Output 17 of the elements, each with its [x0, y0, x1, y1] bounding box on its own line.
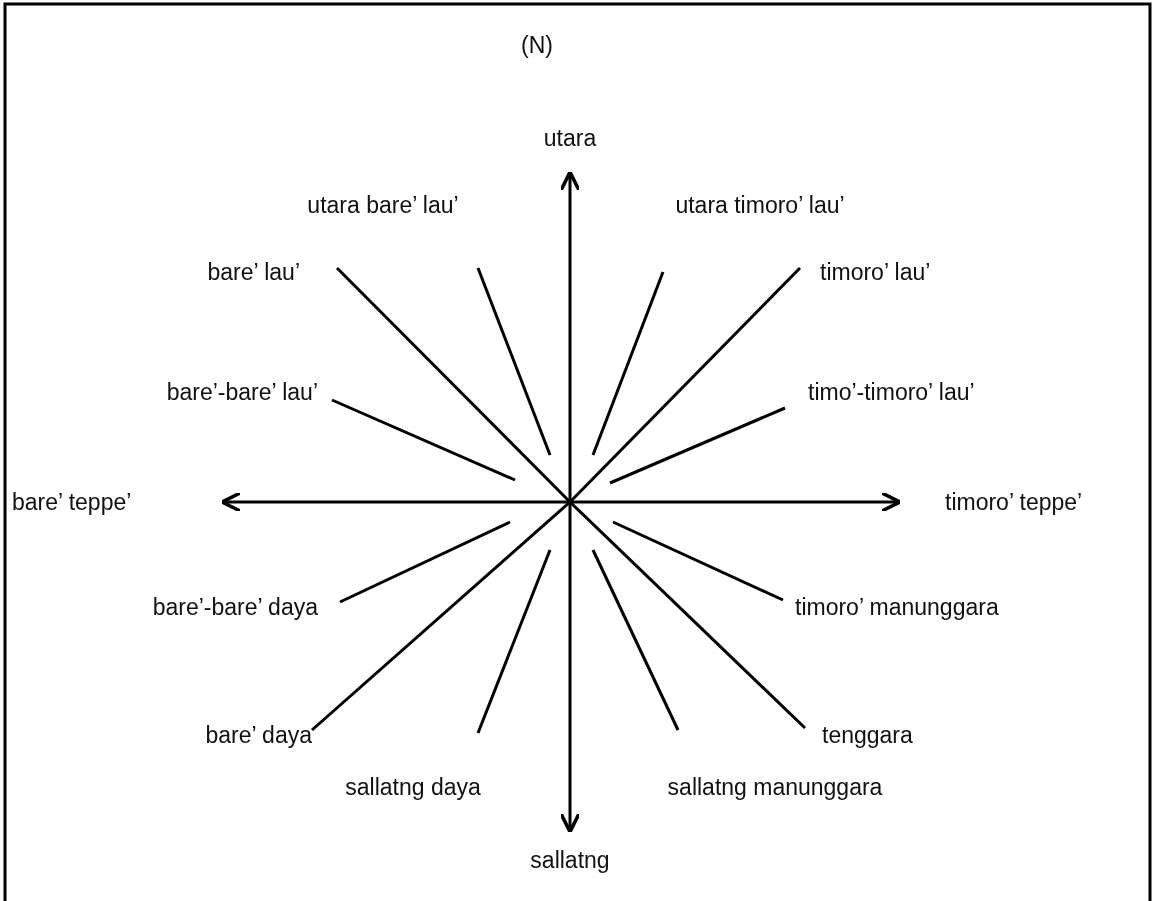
direction-label: timoro’ teppe’	[945, 488, 1083, 516]
direction-label: tenggara	[822, 721, 913, 749]
direction-label: bare’ teppe’	[12, 488, 132, 516]
direction-label: sallatng	[530, 846, 610, 874]
direction-label: timo’-timoro’ lau’	[808, 378, 975, 406]
direction-label: utara bare’ lau’	[307, 191, 459, 219]
direction-label: sallatng manunggara	[667, 773, 883, 801]
direction-label: timoro’ manunggara	[795, 593, 999, 621]
direction-label: bare’ lau’	[207, 258, 300, 286]
direction-label: bare’-bare’ lau’	[166, 378, 318, 406]
direction-label: utara	[543, 124, 597, 152]
direction-label: timoro’ lau’	[820, 258, 931, 286]
direction-label: sallatng daya	[345, 773, 481, 801]
north-marker: (N)	[521, 31, 553, 59]
direction-label: bare’-bare’ daya	[152, 593, 318, 621]
direction-label: utara timoro’ lau’	[675, 191, 845, 219]
direction-label: bare’ daya	[205, 721, 312, 749]
